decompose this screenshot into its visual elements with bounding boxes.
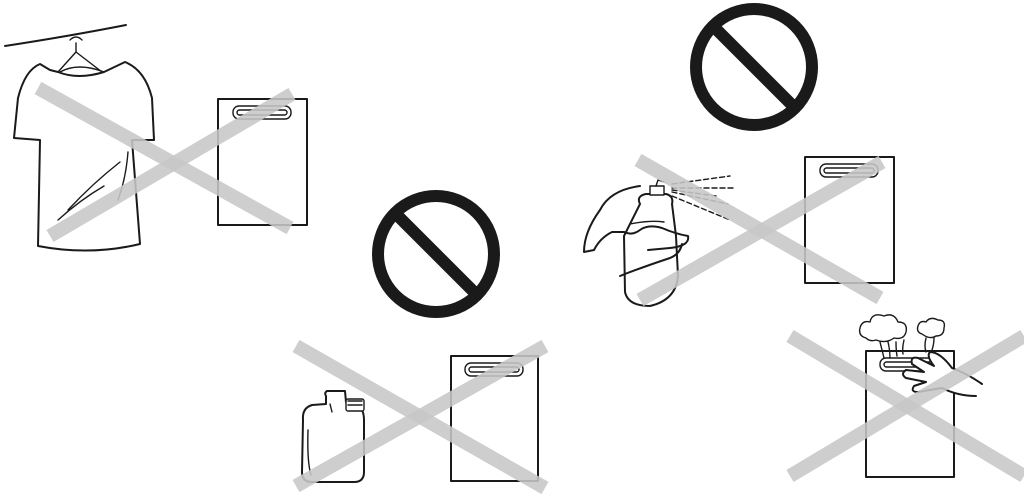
prohibition-sign-icon — [378, 196, 494, 312]
panel-steam — [790, 315, 1024, 477]
prohibition-sign-icon — [696, 9, 812, 125]
panel-solvent — [296, 346, 545, 488]
panel-spray — [584, 157, 894, 306]
hanger-line — [5, 25, 126, 52]
panel-hang-dry — [5, 25, 307, 251]
